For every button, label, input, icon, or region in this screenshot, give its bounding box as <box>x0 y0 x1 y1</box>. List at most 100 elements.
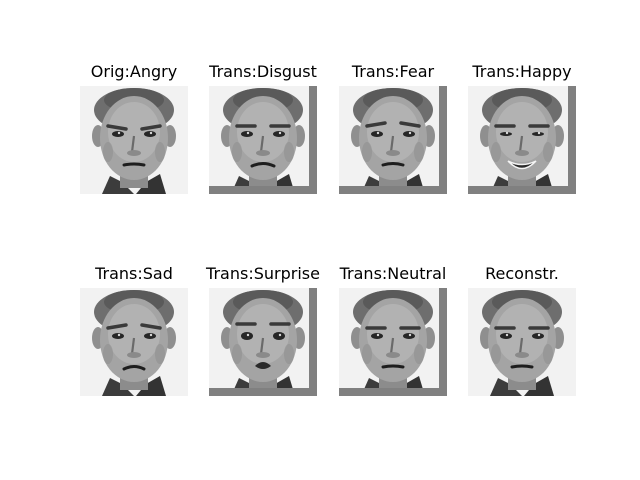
eye-glint-left <box>505 333 509 337</box>
eye-right <box>403 131 415 137</box>
collar-left <box>490 378 522 396</box>
face-highlight <box>496 304 548 364</box>
eye-glint-right <box>537 333 541 337</box>
border-right <box>439 288 447 396</box>
eye-right <box>403 333 415 339</box>
eye-right <box>144 333 156 339</box>
eye-left <box>112 333 124 339</box>
face-image <box>80 86 188 194</box>
cheek-left <box>491 142 501 162</box>
face-highlight <box>108 304 160 364</box>
eye-left <box>500 132 512 136</box>
border-right <box>568 86 576 194</box>
face-highlight <box>108 102 160 162</box>
mouth <box>507 160 537 170</box>
mouth <box>255 362 271 369</box>
cheek-right <box>155 142 165 162</box>
mouth <box>122 365 146 371</box>
eye-right <box>532 333 544 339</box>
panel-title: Reconstr. <box>485 264 559 283</box>
collar-right <box>524 376 554 396</box>
face-drawing <box>80 288 188 396</box>
cheek-right <box>414 344 424 364</box>
eye-glint-left <box>117 333 121 337</box>
panel-title: Trans:Surprise <box>206 264 320 283</box>
mouth <box>122 162 146 167</box>
eye-right <box>532 132 544 136</box>
eye-glint-right <box>537 131 541 135</box>
panel-title: Orig:Angry <box>90 62 178 81</box>
eyebrow-left <box>106 124 128 131</box>
panel-trans-neutral: Trans:Neutral <box>339 264 447 396</box>
mouth <box>510 364 534 369</box>
border-bottom <box>339 388 447 396</box>
panel-title: Trans:Neutral <box>339 264 447 283</box>
cheek-left <box>232 142 242 162</box>
eye-glint-left <box>246 333 250 337</box>
eyebrow-right <box>140 323 162 330</box>
cheek-right <box>284 344 294 364</box>
cheek-left <box>232 344 242 364</box>
collar-left <box>102 378 134 396</box>
cheek-left <box>362 142 372 162</box>
border-right <box>439 86 447 194</box>
cheek-right <box>414 142 424 162</box>
nose-base <box>515 352 529 358</box>
panel-trans-happy: Trans:Happy <box>468 62 576 194</box>
nose-base <box>515 150 529 156</box>
nose-base <box>256 150 270 156</box>
eye-glint-left <box>505 131 509 135</box>
face-highlight <box>496 102 548 162</box>
face-drawing <box>339 86 447 194</box>
face-highlight <box>237 102 289 162</box>
border-bottom <box>209 388 317 396</box>
cheek-right <box>155 344 165 364</box>
cheek-right <box>543 142 553 162</box>
eye-left <box>371 131 383 137</box>
face-drawing <box>339 288 447 396</box>
face-highlight <box>367 304 419 364</box>
nose-base <box>256 352 270 358</box>
cheek-left <box>103 142 113 162</box>
border-right <box>309 288 317 396</box>
face-highlight <box>237 304 289 364</box>
border-bottom <box>468 186 576 194</box>
eye-glint-right <box>408 131 412 135</box>
cheek-left <box>103 344 113 364</box>
eye-right <box>144 131 156 137</box>
panel-trans-surprise: Trans:Surprise <box>206 264 320 396</box>
face-drawing <box>209 86 317 194</box>
panel-reconstr: Reconstr. <box>468 264 576 396</box>
eye-right <box>273 131 285 137</box>
face-highlight <box>367 102 419 162</box>
face-image <box>339 86 447 194</box>
border-bottom <box>339 186 447 194</box>
mouth <box>250 162 276 168</box>
eye-glint-right <box>149 131 153 135</box>
eyebrow-right <box>399 121 421 128</box>
collar-left <box>102 176 134 194</box>
face-image <box>209 86 317 194</box>
eye-glint-right <box>278 131 282 135</box>
face-drawing <box>468 86 576 194</box>
eye-glint-left <box>246 131 250 135</box>
face-drawing <box>209 288 317 396</box>
panel-title: Trans:Disgust <box>209 62 317 81</box>
panel-trans-disgust: Trans:Disgust <box>209 62 317 194</box>
eyebrow-left <box>365 121 387 128</box>
eye-left <box>241 332 253 340</box>
eye-glint-left <box>376 333 380 337</box>
cheek-left <box>491 344 501 364</box>
face-image <box>209 288 317 396</box>
eyebrow-right <box>140 124 162 131</box>
eye-glint-right <box>278 333 282 337</box>
collar-right <box>136 174 166 194</box>
eye-glint-right <box>149 333 153 337</box>
nose-base <box>127 352 141 358</box>
panel-title: Trans:Sad <box>95 264 173 283</box>
eye-glint-left <box>376 131 380 135</box>
eye-glint-right <box>408 333 412 337</box>
border-bottom <box>209 186 317 194</box>
eye-glint-left <box>117 131 121 135</box>
